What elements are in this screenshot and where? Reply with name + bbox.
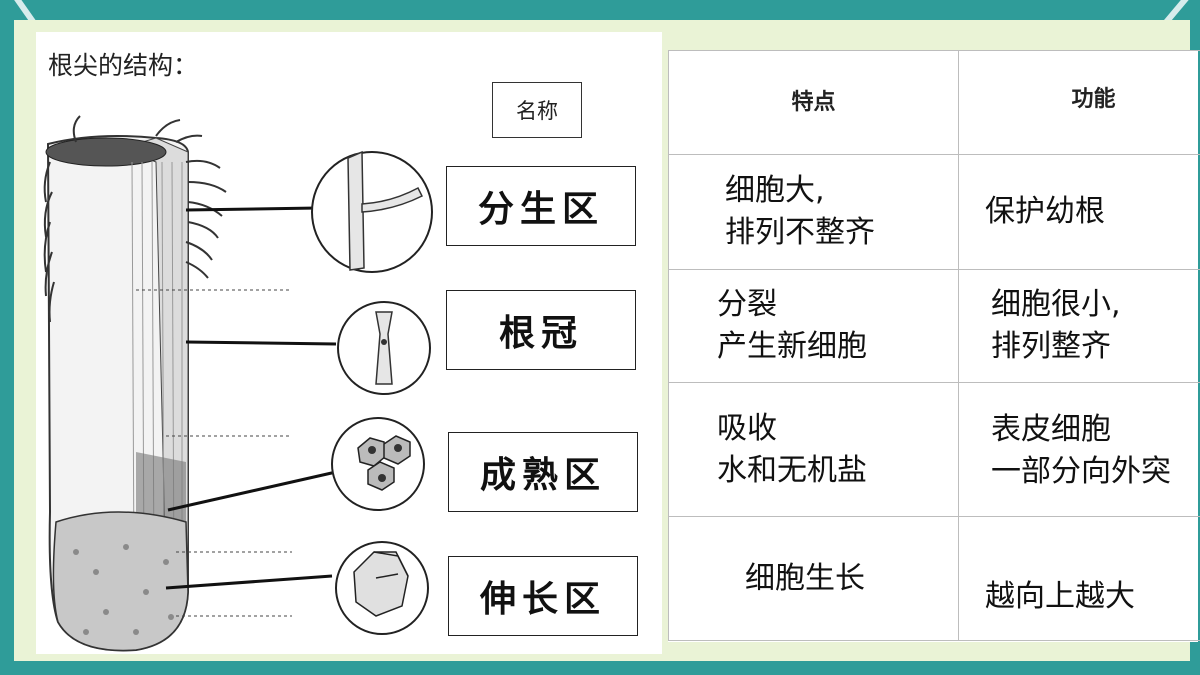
root-hairs: [43, 115, 227, 323]
row2-function-line2: 排列整齐: [991, 329, 1111, 364]
row2-feature-line2: 产生新细胞: [717, 329, 867, 364]
row1-feature-cell: 细胞大, 排列不整齐: [668, 154, 959, 270]
row3-feature-line1: 吸收: [717, 410, 777, 446]
root-cap-region: [52, 511, 189, 652]
header-feature: 特点: [668, 50, 959, 155]
diagram-heading: 根尖的结构：: [48, 51, 199, 80]
root-zones-table: 特点 功能 细胞大, 排列不整齐 保护幼根 分裂 产生新细胞 细胞很小,: [668, 50, 1200, 641]
zone-dotted-lines: [136, 289, 292, 617]
name-header-box: 名称: [492, 82, 582, 138]
row1-feature-line1: 细胞大,: [725, 173, 825, 208]
row2-function-cell: 细胞很小, 排列整齐: [958, 269, 1200, 383]
row3-feature-line2: 水和无机盐: [717, 452, 867, 488]
row4-feature-cell: 细胞生长: [668, 516, 959, 641]
table-row: 吸收 水和无机盐 表皮细胞 一部分向外突: [668, 382, 1200, 517]
magnified-cell-circles: [311, 150, 433, 635]
cell-circle-root-hair: [311, 151, 433, 273]
label-box-1: 分生区: [446, 166, 636, 246]
row3-function-line2: 一部分向外突: [991, 454, 1171, 489]
root-top-ring: [45, 137, 167, 167]
table-row: 分裂 产生新细胞 细胞很小, 排列整齐: [668, 269, 1200, 383]
table-row: 细胞生长 越向上越大: [668, 516, 1200, 641]
slide-frame-bottom: [0, 661, 1200, 675]
row1-function-line1: 保护幼根: [985, 194, 1105, 229]
row2-feature-cell: 分裂 产生新细胞: [668, 269, 959, 383]
row3-function-cell: 表皮细胞 一部分向外突: [958, 382, 1200, 517]
root-tip-diagram-panel: 根尖的结构： 名称: [36, 32, 662, 654]
table-panel: 特点 功能 细胞大, 排列不整齐 保护幼根 分裂 产生新细胞 细胞很小,: [668, 50, 1200, 642]
header-function: 功能: [958, 50, 1200, 155]
row4-function-line1: 越向上越大: [985, 579, 1135, 614]
slide-frame-top: [0, 0, 1200, 20]
label-box-3: 成熟区: [448, 432, 638, 512]
table-row: 细胞大, 排列不整齐 保护幼根: [668, 154, 1200, 270]
row4-feature-line1: 细胞生长: [745, 560, 865, 596]
row2-feature-line1: 分裂: [717, 287, 777, 322]
zone-pointer-lines: [165, 206, 337, 590]
slide-content: 根尖的结构： 名称: [14, 20, 1200, 661]
label-box-2: 根冠: [446, 290, 636, 370]
row3-feature-cell: 吸收 水和无机盐: [668, 382, 959, 517]
row1-feature-line2: 排列不整齐: [725, 215, 875, 250]
root-tip-illustration: [43, 115, 433, 652]
label-box-4: 伸长区: [448, 556, 638, 636]
row2-function-line1: 细胞很小,: [991, 287, 1121, 322]
table-header-row: 特点 功能: [668, 50, 1200, 155]
row1-function-cell: 保护幼根: [958, 154, 1200, 270]
row3-function-line1: 表皮细胞: [991, 412, 1111, 447]
row4-function-cell: 越向上越大: [958, 516, 1200, 641]
slide-frame-left: [0, 0, 14, 675]
root-cap-texture: [73, 544, 174, 635]
